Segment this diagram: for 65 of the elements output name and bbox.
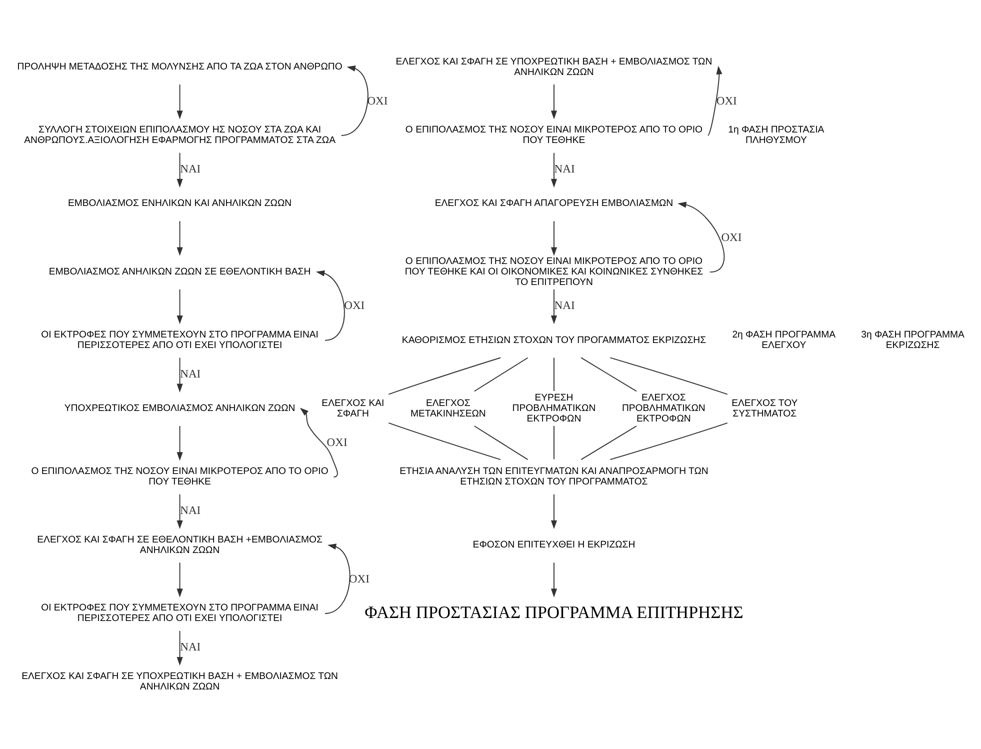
connector (474, 357, 528, 392)
node-text: ΦΑΣΗ ΠΡΟΣΤΑΣΙΑΣ ΠΡΟΓΡΑΜΜΑ ΕΠΙΤΗΡΗΣΗΣ (364, 602, 744, 622)
arrow (550, 494, 558, 530)
node-text: ΕΥΡΕΣΗ ΠΡΟΒΛΗΜΑΤΙΚΩΝ ΕΚΤΡΟΦΩΝ (512, 392, 596, 425)
arrow (176, 562, 183, 598)
edge-label: ΟΧΙ (326, 436, 348, 449)
node-text: ΕΛΕΓΧΟΣ ΚΑΙ ΣΦΑΓΗ (322, 398, 384, 420)
node-text: ΥΠΟΧΡΕΩΤΙΚΟΣ ΕΜΒΟΛΙΑΣΜΟΣ ΑΝΗΛΙΚΩΝ ΖΩΩΝ (64, 403, 296, 414)
edge-label: ΝΑΙ (180, 164, 201, 176)
node-text: Ο ΕΠΙΠΟΛΑΣΜΟΣ ΤΗΣ ΝΟΣΟΥ ΕΙΝΑΙ ΜΙΚΡΟΤΕΡΟΣ ΑΠΟ ΤΟ ΟΡΙΟ ΠΟΥ ΤΕΘΗΚΕ ΚΑΙ ΟΙ ΟΙΚΟΝΟΜΙΚΕΣ ΚΑΙ ΚΟΙΝΩΝΙΚΕΣ ΣΥΝΘΗΚΕΣ ΤΟ ΕΠΙΤΡΕΠΟΥΝ (404, 256, 704, 288)
edge-label: ΟΧΙ (367, 95, 388, 108)
edge-label: ΟΧΙ (721, 232, 742, 244)
edge-label: ΝΑΙ (180, 505, 201, 518)
label: 3η ΦΑΣΗ ΠΡΟΓΡΑΜΜΑ ΕΚΡΙΖΩΣΗΣ (861, 329, 964, 352)
node-text: ΕΛΕΓΧΟΣ ΚΑΙ ΣΦΑΓΗ ΑΠΑΓΟΡΕΥΣΗ ΕΜΒΟΛΙΑΣΜΩΝ (434, 198, 674, 210)
node-text: ΕΛΕΓΧΟΣ ΚΑΙ ΣΦΑΓΗ ΣΕ ΥΠΟΧΡΕΩΤΙΚΗ ΒΑΣΗ + ΕΜΒΟΛΙΑΣΜΟΣ ΤΩΝ ΑΝΗΛΙΚΩΝ ΖΩΩΝ (22, 670, 338, 693)
node-text: ΟΙ ΕΚΤΡΟΦΕΣ ΠΟΥ ΣΥΜΜΕΤΕΧΟΥΝ ΣΤΟ ΠΡΟΓΡΑΜΜΑ ΕΙΝΑΙ ΠΕΡΙΣΣΟΤΕΡΕΣ ΑΠΟ ΟΤΙ ΕΧΕΙ ΥΠΟΛΟΓΙΣΤΕΙ (41, 329, 318, 352)
label: 2η ΦΑΣΗ ΠΡΟΓΡΑΜΜΑ ΕΛΕΓΧΟΥ (732, 329, 836, 352)
arrow (176, 494, 183, 530)
arrow (176, 288, 183, 324)
node-text: Ο ΕΠΙΠΟΛΑΣΜΟΣ ΤΗΣ ΝΟΣΟΥ ΕΙΝΑΙ ΜΙΚΡΟΤΕΡΟΣ ΑΠΟ ΤΟ ΟΡΙΟ ΠΟΥ ΤΕΘΗΚΕ (405, 124, 703, 146)
label: 1η ΦΑΣΗ ΠΡΟΣΤΑΣΙΑ ΠΛΗΘΥΣΜΟΥ (728, 124, 824, 146)
node-text: ΕΦΟΣΟΝ ΕΠΙΤΕΥΧΘΕΙ Η ΕΚΡΙΖΩΣΗ (472, 540, 636, 551)
arrow (176, 84, 183, 120)
connector (580, 426, 638, 460)
arrow (176, 630, 183, 666)
node-text: ΣΥΛΛΟΓΗ ΣΤΟΙΧΕΙΩΝ ΕΠΙΠΟΛΑΣΜΟΥ ΗΣ ΝΟΣΟΥ ΣΤΑ ΖΩΑ ΚΑΙ ΑΝΘΡΩΠΟΥΣ.ΑΞΙΟΛΟΓΗΣΗ ΕΦΑΡΜΟΓΗΣ ΠΡΟΓΡΑΜΜΑΤΟΣ ΣΤΑ ΖΩΑ (24, 124, 336, 146)
node-text: ΠΡΟΛΗΨΗ ΜΕΤΑΔΟΣΗΣ ΤΗΣ ΜΟΛΥΝΣΗΣ ΑΠΟ ΤΑ ΖΩΑ ΣΤΟΝ ΑΝΘΡΩΠΟ (17, 62, 342, 73)
arrow (340, 66, 368, 136)
arrow (550, 152, 558, 188)
connector (580, 357, 637, 392)
node-text: ΕΛΕΓΧΟΣ ΠΡΟΒΛΗΜΑΤΙΚΩΝ ΕΚΤΡΟΦΩΝ (622, 392, 706, 425)
arrow (550, 220, 558, 256)
arrow (678, 202, 725, 273)
node-text: ΕΜΒΟΛΙΑΣΜΟΣ ΑΝΗΛΙΚΩΝ ΖΩΩΝ ΣΕ ΕΘΕΛΟΝΤΙΚΗ ΒΑΣΗ (48, 266, 311, 278)
connector (388, 422, 501, 460)
connector (388, 357, 501, 395)
connector (474, 426, 528, 460)
node-text: ΕΛΕΓΧΟΣ ΤΟΥ ΣΥΣΤΗΜΑΤΟΣ (732, 398, 798, 420)
node-text: ΕΛΕΓΧΟΣ ΚΑΙ ΣΦΑΓΗ ΣΕ ΕΘΕΛΟΝΤΙΚΗ ΒΑΣΗ +ΕΜΒΟΛΙΑΣΜΟΣ ΑΝΗΛΙΚΩΝ ΖΩΩΝ (37, 534, 322, 556)
connector (610, 357, 728, 395)
arrow (324, 544, 350, 614)
edge-label: ΟΧΙ (344, 300, 365, 312)
node-text: ΕΛΕΓΧΟΣ ΚΑΙ ΣΦΑΓΗ ΣΕ ΥΠΟΧΡΕΩΤΙΚΗ ΒΑΣΗ + ΕΜΒΟΛΙΑΣΜΟΣ ΤΩΝ ΑΝΗΛΙΚΩΝ ΖΩΩΝ (396, 56, 712, 78)
edge-label: ΝΑΙ (180, 642, 201, 654)
node-text: ΕΜΒΟΛΙΑΣΜΟΣ ΕΝΗΛΙΚΩΝ ΚΑΙ ΑΝΗΛΙΚΩΝ ΖΩΩΝ (68, 198, 292, 210)
arrow (316, 270, 345, 341)
arrow (707, 66, 722, 136)
arrow (176, 152, 183, 188)
arrow (176, 220, 183, 256)
node-text: ΚΑΘΟΡΙΣΜΟΣ ΕΤΗΣΙΩΝ ΣΤΟΧΩΝ ΤΟΥ ΠΡΟΓΑΜΜΑΤΟΣ ΕΚΡΙΖΩΣΗΣ (402, 334, 706, 346)
node-text: ΕΛΕΓΧΟΣ ΜΕΤΑΚΙΝΗΣΕΩΝ (410, 398, 486, 420)
edge-label: ΟΧΙ (716, 95, 737, 108)
connector (610, 422, 728, 460)
arrow (550, 562, 558, 598)
node-text: ΕΤΗΣΙΑ ΑΝΑΛΥΣΗ ΤΩΝ ΕΠΙΤΕΥΓΜΑΤΩΝ ΚΑΙ ΑΝΑΠΡΟΣΑΡΜΟΓΗ ΤΩΝ ΕΤΗΣΙΩΝ ΣΤΟΧΩΝ ΤΟΥ ΠΡΟΓΡΑΜΜΑΤΟΣ (400, 466, 708, 488)
arrow (550, 288, 558, 324)
arrow (176, 357, 183, 392)
arrow (176, 426, 183, 461)
arrow (550, 84, 558, 120)
node-text: Ο ΕΠΙΠΟΛΑΣΜΟΣ ΤΗΣ ΝΟΣΟΥ ΕΙΝΑΙ ΜΙΚΡΟΤΕΡΟΣ ΑΠΟ ΤΟ ΟΡΙΟ ΠΟΥ ΤΕΘΗΚΕ (31, 466, 328, 488)
node-text: ΟΙ ΕΚΤΡΟΦΕΣ ΠΟΥ ΣΥΜΜΕΤΕΧΟΥΝ ΣΤΟ ΠΡΟΓΡΑΜΜΑ ΕΙΝΑΙ ΠΕΡΙΣΣΟΤΕΡΕΣ ΑΠΟ ΟΤΙ ΕΧΕΙ ΥΠΟΛΟΓΙΣΤΕΙ (41, 602, 318, 624)
edge-label: ΝΑΙ (554, 300, 575, 312)
edge-label: ΝΑΙ (554, 164, 575, 176)
edge-label: ΝΑΙ (180, 368, 201, 380)
